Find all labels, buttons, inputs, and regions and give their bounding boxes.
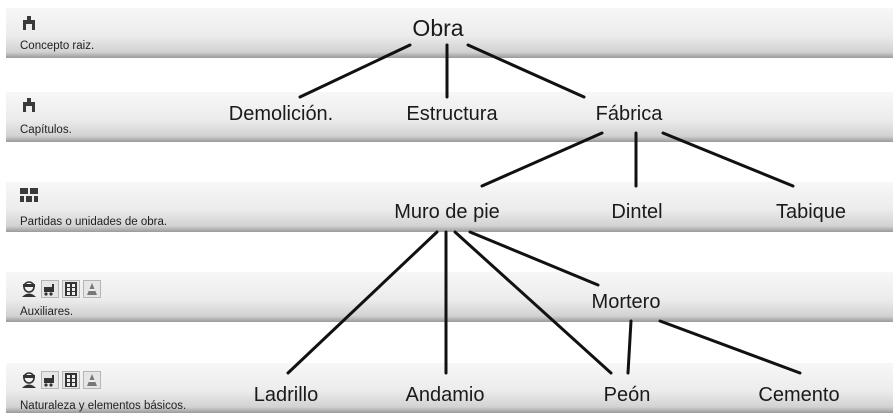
level-label: Concepto raiz. — [20, 40, 95, 52]
node-mortero: Mortero — [591, 291, 661, 313]
cone-icon — [83, 280, 101, 298]
edge-mortero-cemento — [658, 319, 802, 375]
node-estructura: Estructura — [406, 103, 498, 125]
edge-obra-fabrica — [466, 43, 586, 99]
node-dintel: Dintel — [611, 201, 663, 223]
level-band-basics: Naturaleza y elementos básicos. — [6, 363, 893, 413]
level-icons — [20, 96, 38, 114]
edge-muro-peon — [453, 230, 613, 375]
building-icon — [20, 14, 38, 32]
level-icons — [20, 280, 101, 298]
edge-obra-demolicion — [298, 43, 412, 99]
node-ladrillo: Ladrillo — [253, 384, 319, 406]
node-demolicion: Demolición. — [228, 103, 334, 125]
level-label: Naturaleza y elementos básicos. — [20, 400, 187, 412]
building-icon — [20, 96, 38, 114]
edge-fabrica-tabique — [661, 131, 795, 188]
machinery-icon — [41, 280, 59, 298]
level-label: Partidas o unidades de obra. — [20, 216, 168, 228]
node-tabique: Tabique — [775, 201, 847, 223]
level-label: Auxiliares. — [20, 306, 74, 318]
node-fabrica: Fábrica — [595, 103, 663, 125]
edge-muro-ladrillo — [286, 230, 439, 375]
level-icons — [20, 186, 38, 204]
worker-icon — [20, 280, 38, 298]
cone-icon — [83, 371, 101, 389]
material-grid-icon — [62, 280, 80, 298]
level-band-chapters: Capítulos. — [6, 92, 893, 142]
edge-fabrica-muro — [480, 131, 604, 188]
machinery-icon — [41, 371, 59, 389]
level-icons — [20, 14, 38, 32]
level-band-auxiliaries: Auxiliares. — [6, 272, 893, 322]
level-band-root: Concepto raiz. — [6, 8, 893, 58]
node-muro-de-pie: Muro de pie — [394, 201, 500, 223]
level-icons — [20, 371, 101, 389]
edge-muro-mortero — [468, 230, 600, 287]
level-band-items: Partidas o unidades de obra. — [6, 182, 893, 232]
level-label: Capítulos. — [20, 124, 72, 136]
node-obra: Obra — [412, 15, 464, 41]
node-andamio: Andamio — [405, 384, 485, 406]
material-grid-icon — [62, 371, 80, 389]
edge-mortero-peon — [626, 319, 633, 375]
node-cemento: Cemento — [758, 384, 840, 406]
worker-icon — [20, 371, 38, 389]
brick-wall-icon — [20, 186, 38, 204]
node-peon: Peón — [603, 384, 651, 406]
